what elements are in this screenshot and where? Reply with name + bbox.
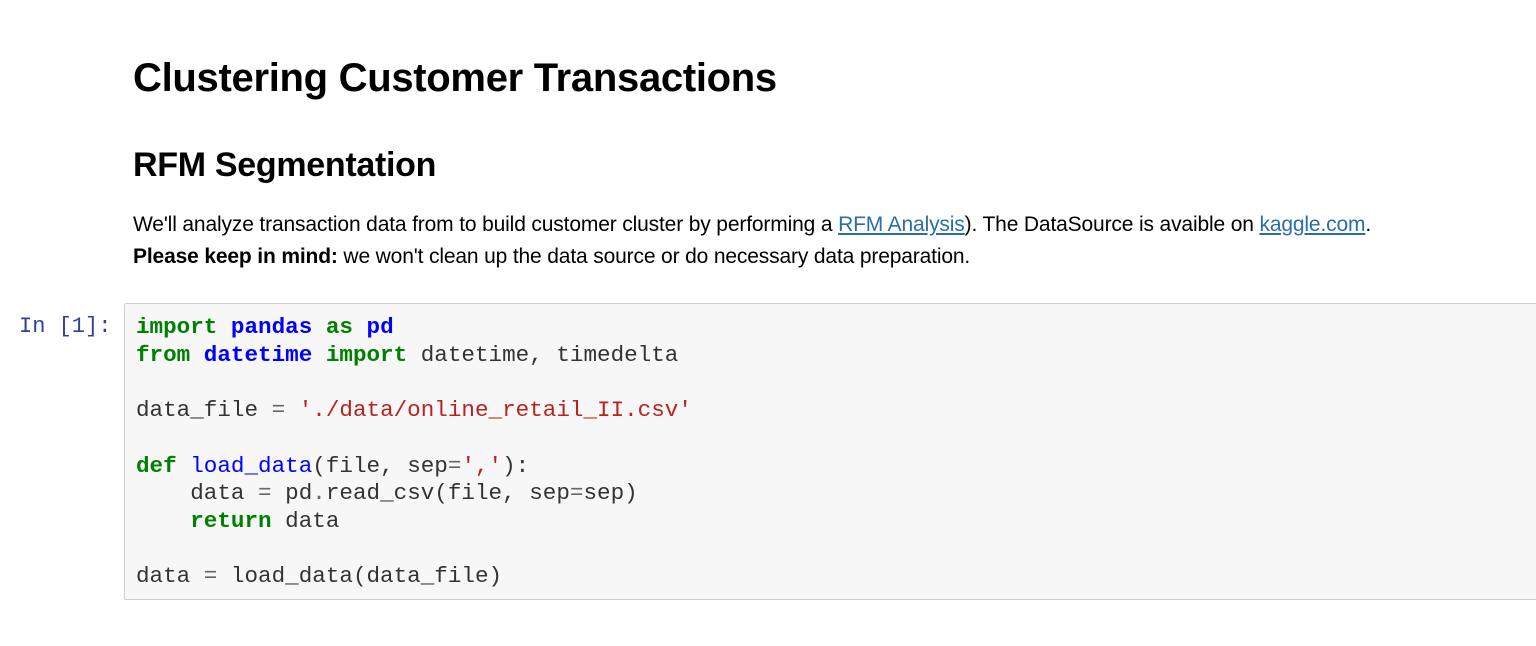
kaggle-link[interactable]: kaggle.com [1259,213,1366,236]
code-cell-editor[interactable]: import pandas as pd from datetime import… [124,303,1536,600]
description-paragraph: We'll analyze transaction data from to b… [133,209,1371,273]
code-line: data = pd.read_csv(file, sep=sep) [136,480,638,507]
code-line: return data [190,507,340,534]
section-heading: RFM Segmentation [133,146,437,184]
code-line: data = load_data(data_file) [136,563,503,590]
rfm-analysis-link[interactable]: RFM Analysis [838,213,965,236]
notebook-title: Clustering Customer Transactions [133,56,777,100]
code-line: import pandas as pd [136,314,394,340]
description-text: We'll analyze transaction data from to b… [133,213,839,236]
description-text: . [1365,213,1372,236]
note-text: we won't clean up the data source or do … [337,245,971,268]
code-line: from datetime import datetime, timedelta [136,341,679,368]
code-line: def load_data(file, sep=','): [136,452,530,479]
code-text[interactable]: import pandas as pd from datetime import… [136,314,692,591]
input-prompt: In [1]: [19,314,112,339]
description-text: ). The DataSource is avaible on [964,213,1260,236]
note-label: Please keep in mind: [133,245,338,268]
code-line: data_file = './data/online_retail_II.csv… [136,397,692,424]
